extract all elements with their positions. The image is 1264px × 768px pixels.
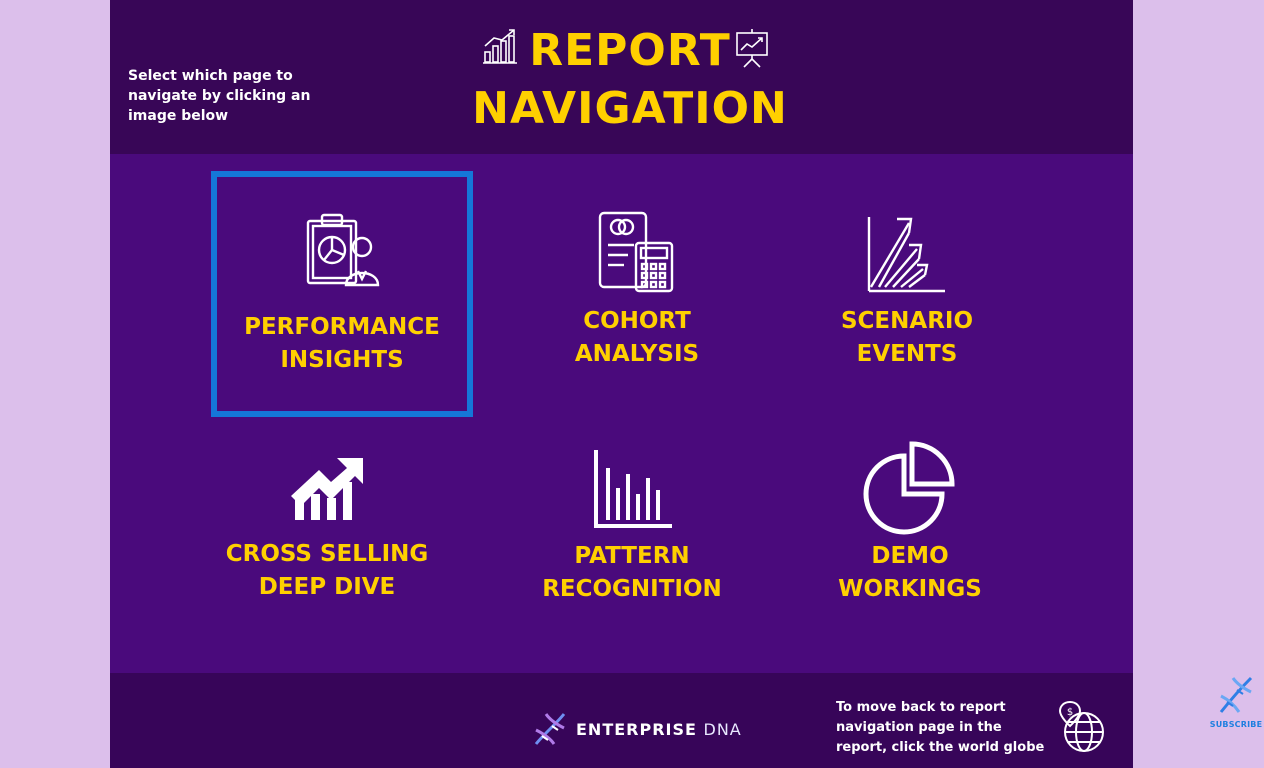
enterprise-dna-logo: ENTERPRISE DNA bbox=[532, 712, 742, 746]
footer-band bbox=[110, 673, 1133, 768]
tile-performance-insights[interactable]: PERFORMANCE INSIGHTS bbox=[211, 171, 473, 417]
tile-label: CROSS SELLING DEEP DIVE bbox=[225, 541, 429, 600]
pie-chart-icon bbox=[863, 441, 955, 535]
report-canvas: Select which page to navigate by clickin… bbox=[110, 0, 1133, 768]
world-globe-icon[interactable]: $ bbox=[1058, 700, 1106, 754]
bar-trend-arrow-icon bbox=[291, 458, 363, 520]
instructions-text: Select which page to navigate by clickin… bbox=[128, 68, 311, 124]
subscribe-button[interactable]: SUBSCRIBE bbox=[1208, 674, 1264, 729]
dna-helix-icon bbox=[534, 713, 566, 745]
page-title: REPORT NAVIGATION bbox=[472, 25, 788, 134]
tile-cross-selling-deep-dive[interactable]: CROSS SELLING DEEP DIVE bbox=[196, 402, 458, 648]
tile-scenario-events[interactable]: SCENARIO EVENTS bbox=[776, 171, 1038, 417]
dna-helix-icon bbox=[1219, 676, 1253, 713]
bar-chart-trend-icon bbox=[483, 29, 517, 64]
back-navigation-note: To move back to report navigation page i… bbox=[836, 700, 1045, 755]
svg-text:$: $ bbox=[1067, 707, 1073, 718]
growth-arrows-icon bbox=[867, 217, 945, 293]
bar-chart-icon bbox=[594, 450, 672, 528]
header-band: Select which page to navigate by clickin… bbox=[110, 0, 1133, 154]
tile-label: PERFORMANCE INSIGHTS bbox=[244, 314, 440, 373]
presentation-board-icon bbox=[736, 29, 768, 68]
tile-label: PATTERN RECOGNITION bbox=[542, 543, 722, 602]
tile-pattern-recognition[interactable]: PATTERN RECOGNITION bbox=[501, 402, 763, 648]
tile-cohort-analysis[interactable]: COHORT ANALYSIS bbox=[506, 171, 768, 417]
tile-label: COHORT ANALYSIS bbox=[574, 308, 700, 367]
tile-demo-workings[interactable]: DEMO WORKINGS bbox=[779, 402, 1041, 648]
clipboard-pie-person-icon bbox=[306, 213, 380, 287]
document-calculator-icon bbox=[598, 211, 674, 293]
tile-label: SCENARIO EVENTS bbox=[840, 308, 974, 367]
tile-label: DEMO WORKINGS bbox=[838, 543, 982, 602]
